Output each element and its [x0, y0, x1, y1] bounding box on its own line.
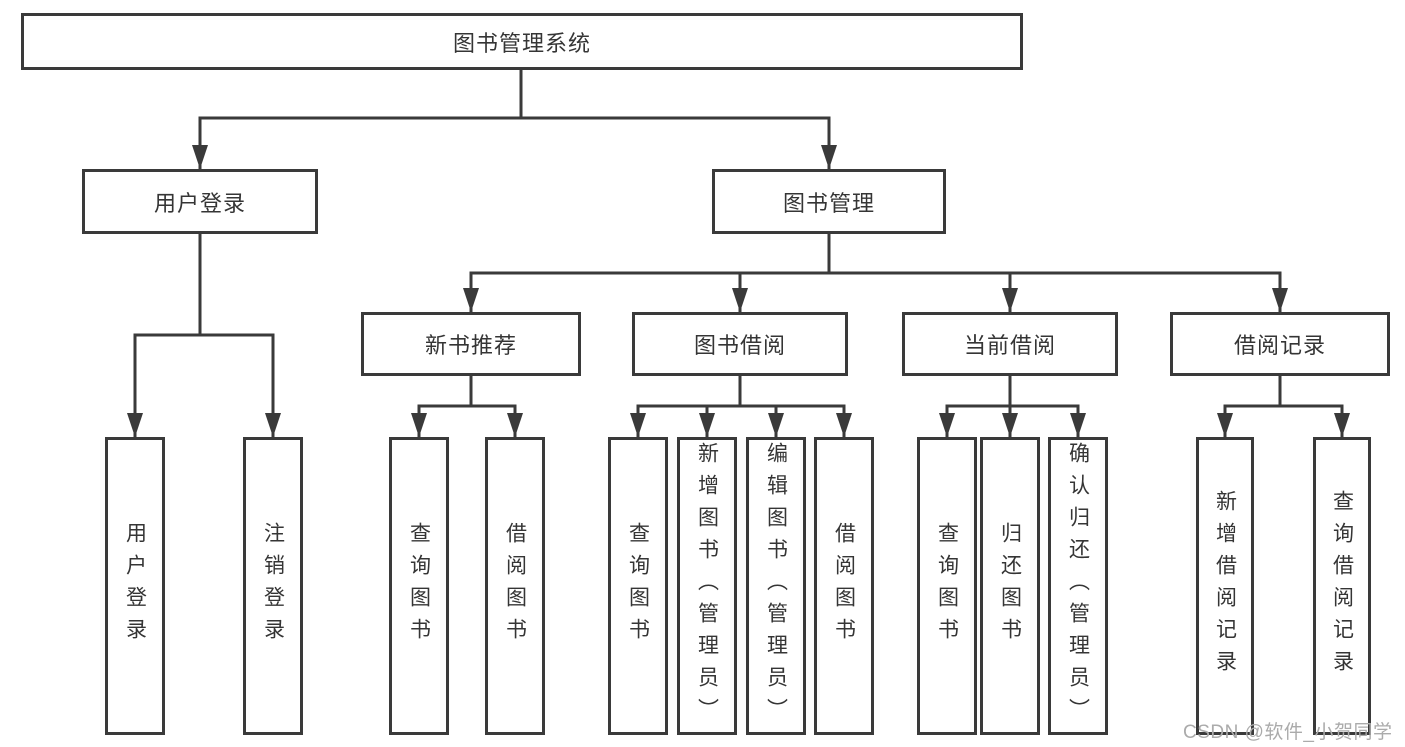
node-borrow-records: 借阅记录	[1170, 312, 1390, 376]
node-login: 用户登录	[105, 437, 165, 735]
csdn-watermark: CSDN @软件_小贺同学	[1183, 722, 1393, 743]
node-bb-query-book: 查询图书	[608, 437, 668, 735]
node-cur-confirm-return-admin: 确认归还（管理员）	[1048, 437, 1108, 735]
node-new-book-recommend: 新书推荐	[361, 312, 581, 376]
edge-user-login-children	[127, 232, 281, 438]
node-bb-edit-book-admin: 编辑图书（管理员）	[746, 437, 806, 735]
node-bb-add-book-admin: 新增图书（管理员）	[677, 437, 737, 735]
node-cur-return-book: 归还图书	[980, 437, 1040, 735]
edge-root-to-level2	[192, 68, 837, 170]
node-user-login: 用户登录	[82, 169, 318, 234]
edge-book-borrow-children	[630, 374, 852, 438]
node-book-borrowing: 图书借阅	[632, 312, 848, 376]
node-bb-borrow-book: 借阅图书	[814, 437, 874, 735]
node-rec-borrow-book: 借阅图书	[485, 437, 545, 735]
node-current-borrowing: 当前借阅	[902, 312, 1118, 376]
node-cur-query-book: 查询图书	[917, 437, 977, 735]
node-book-management: 图书管理	[712, 169, 946, 234]
edge-new-book-rec-children	[411, 374, 523, 438]
node-add-borrow-record: 新增借阅记录	[1196, 437, 1254, 735]
node-library-management-system: 图书管理系统	[21, 13, 1023, 70]
edge-book-mgmt-children	[463, 232, 1288, 313]
node-logout: 注销登录	[243, 437, 303, 735]
edge-borrow-records-children	[1217, 374, 1350, 438]
node-query-borrow-record: 查询借阅记录	[1313, 437, 1371, 735]
edge-current-borrow-children	[939, 374, 1086, 438]
node-rec-query-book: 查询图书	[389, 437, 449, 735]
